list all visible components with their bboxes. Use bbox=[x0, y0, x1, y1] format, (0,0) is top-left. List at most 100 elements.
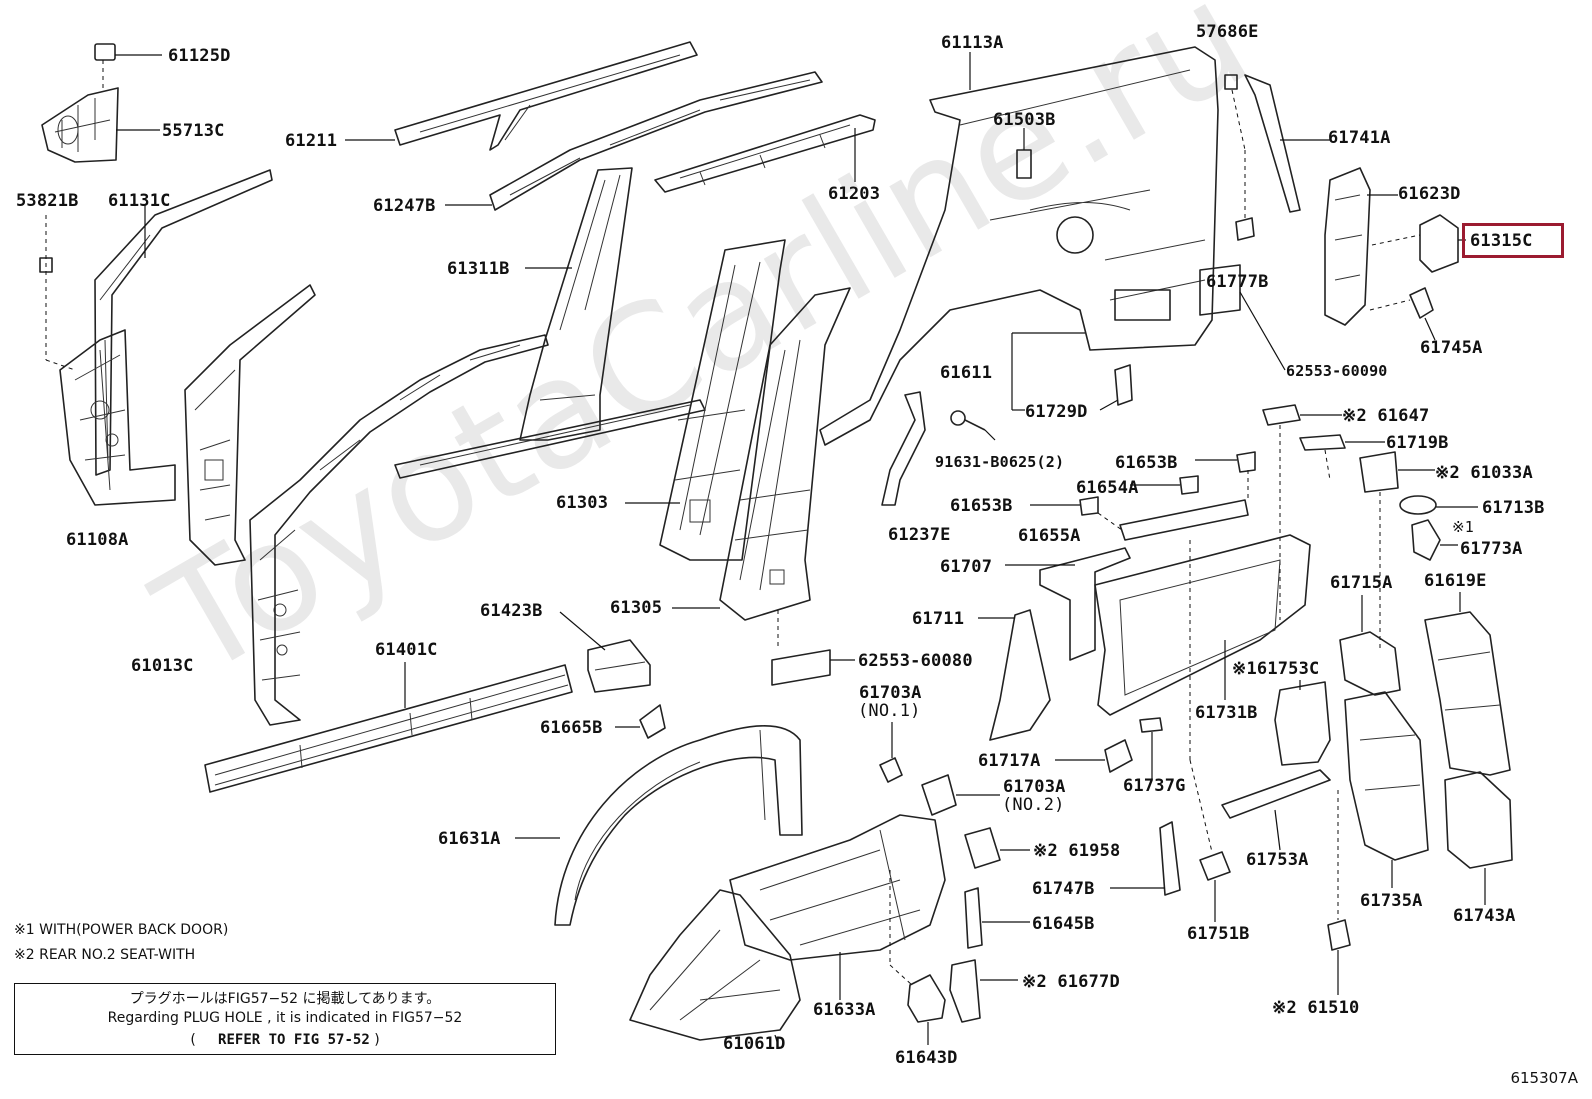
part-61655A-panel bbox=[1097, 470, 1249, 541]
label-61654A[interactable]: 61654A bbox=[1076, 478, 1139, 498]
label-61643D[interactable]: 61643D bbox=[895, 1048, 958, 1068]
label-61707[interactable]: 61707 bbox=[940, 557, 993, 577]
refer-close-paren: ) bbox=[374, 1032, 380, 1048]
part-61731B-back-frame bbox=[1094, 534, 1311, 716]
label-61203[interactable]: 61203 bbox=[828, 184, 881, 204]
label-61655A[interactable]: 61655A bbox=[1018, 526, 1081, 546]
part-61958-bracket bbox=[964, 827, 1030, 869]
refer-to-fig-link[interactable]: REFER TO FIG 57-52 bbox=[218, 1032, 370, 1048]
label-61423B[interactable]: 61423B bbox=[480, 601, 543, 621]
part-61611-leader bbox=[1011, 332, 1085, 411]
label-61745A[interactable]: 61745A bbox=[1420, 338, 1483, 358]
label-61737G[interactable]: 61737G bbox=[1123, 776, 1186, 796]
part-61741A-strip bbox=[1244, 74, 1330, 213]
plug-hole-refer: ( REFER TO FIG 57-52 ) bbox=[15, 1032, 555, 1048]
label-61623D[interactable]: 61623D bbox=[1398, 184, 1461, 204]
part-61125D-clip bbox=[94, 43, 162, 61]
label-61510[interactable]: ※2 61510 bbox=[1272, 998, 1360, 1018]
plug-hole-reference-box: プラグホールはFIG57−52 に掲載してあります。 Regarding PLU… bbox=[14, 983, 556, 1055]
label-61747B[interactable]: 61747B bbox=[1032, 879, 1095, 899]
label-61703A-no1[interactable]: 61703A bbox=[859, 683, 922, 703]
part-61203-rail bbox=[654, 114, 876, 193]
label-61703A-no1-note: (NO.1) bbox=[858, 701, 921, 721]
label-61665B[interactable]: 61665B bbox=[540, 718, 603, 738]
label-61773A-condition: ※1 bbox=[1452, 518, 1474, 536]
part-61654A-clip bbox=[1130, 475, 1199, 495]
label-61777B[interactable]: 61777B bbox=[1206, 272, 1269, 292]
label-61303[interactable]: 61303 bbox=[556, 493, 609, 513]
label-61631A[interactable]: 61631A bbox=[438, 829, 501, 849]
label-61753C[interactable]: ※161753C bbox=[1232, 659, 1320, 679]
label-61013C[interactable]: 61013C bbox=[131, 656, 194, 676]
label-62553-60090[interactable]: 62553-60090 bbox=[1286, 362, 1388, 380]
part-61315C-bracket bbox=[1371, 214, 1466, 273]
label-53821B[interactable]: 53821B bbox=[16, 191, 79, 211]
label-61061D[interactable]: 61061D bbox=[723, 1034, 786, 1054]
part-61510-bracket bbox=[1327, 790, 1351, 995]
label-61729D[interactable]: 61729D bbox=[1025, 402, 1088, 422]
part-61753C-panel bbox=[1274, 680, 1331, 766]
label-61311B[interactable]: 61311B bbox=[447, 259, 510, 279]
label-61305[interactable]: 61305 bbox=[610, 598, 663, 618]
part-61717A-bracket bbox=[1055, 739, 1133, 773]
part-61773A-bracket bbox=[1411, 519, 1458, 561]
label-61113A[interactable]: 61113A bbox=[941, 33, 1004, 53]
label-61619E[interactable]: 61619E bbox=[1424, 571, 1487, 591]
label-61401C[interactable]: 61401C bbox=[375, 640, 438, 660]
label-61237E[interactable]: 61237E bbox=[888, 525, 951, 545]
label-61719B[interactable]: 61719B bbox=[1386, 433, 1449, 453]
label-61773A[interactable]: 61773A bbox=[1460, 539, 1523, 559]
part-61713B-pad bbox=[1399, 495, 1478, 515]
part-61719B-bracket bbox=[1299, 434, 1385, 481]
part-61211-roof-rail bbox=[345, 41, 698, 151]
label-61751B[interactable]: 61751B bbox=[1187, 924, 1250, 944]
part-61707-frame-top bbox=[1005, 547, 1131, 661]
part-61131C-pillar bbox=[94, 169, 273, 476]
part-62553-60090-pad bbox=[1199, 264, 1286, 371]
part-61645B-strip bbox=[964, 887, 1030, 949]
label-61713B[interactable]: 61713B bbox=[1482, 498, 1545, 518]
label-61108A[interactable]: 61108A bbox=[66, 530, 129, 550]
label-61731B[interactable]: 61731B bbox=[1195, 703, 1258, 723]
label-61717A[interactable]: 61717A bbox=[978, 751, 1041, 771]
label-55713C[interactable]: 55713C bbox=[162, 121, 225, 141]
label-57686E[interactable]: 57686E bbox=[1196, 22, 1259, 42]
part-61113A-quarter-panel bbox=[819, 46, 1219, 446]
label-61703A-no2[interactable]: 61703A bbox=[1003, 777, 1066, 797]
label-61703A-no2-note: (NO.2) bbox=[1002, 795, 1065, 815]
label-61653B-lower[interactable]: 61653B bbox=[950, 496, 1013, 516]
label-61753A[interactable]: 61753A bbox=[1246, 850, 1309, 870]
label-61645B[interactable]: 61645B bbox=[1032, 914, 1095, 934]
label-61211[interactable]: 61211 bbox=[285, 131, 338, 151]
part-61237E-strip bbox=[881, 391, 926, 506]
part-61305-pillar bbox=[672, 287, 851, 650]
label-61503B[interactable]: 61503B bbox=[993, 110, 1056, 130]
label-61647[interactable]: ※2 61647 bbox=[1342, 406, 1430, 426]
part-61303-pillar bbox=[625, 239, 786, 561]
label-61958[interactable]: ※2 61958 bbox=[1033, 841, 1121, 861]
part-53821B-plug bbox=[39, 215, 76, 371]
label-61131C[interactable]: 61131C bbox=[108, 191, 171, 211]
label-61125D[interactable]: 61125D bbox=[168, 46, 231, 66]
plug-hole-japanese: プラグホールはFIG57−52 に掲載してあります。 bbox=[129, 991, 441, 1007]
part-91631-bolt bbox=[950, 410, 996, 441]
part-61729D-bracket bbox=[1099, 364, 1133, 411]
label-61611[interactable]: 61611 bbox=[940, 363, 993, 383]
label-61741A[interactable]: 61741A bbox=[1328, 128, 1391, 148]
label-61715A[interactable]: 61715A bbox=[1330, 573, 1393, 593]
label-61315C[interactable]: 61315C bbox=[1470, 231, 1533, 251]
label-61711[interactable]: 61711 bbox=[912, 609, 965, 629]
part-61033A-bracket bbox=[1359, 451, 1435, 650]
label-61033A[interactable]: ※2 61033A bbox=[1435, 463, 1533, 483]
label-62553-60080[interactable]: 62553-60080 bbox=[858, 651, 973, 671]
label-61735A[interactable]: 61735A bbox=[1360, 891, 1423, 911]
highlight-61315C bbox=[1462, 223, 1564, 258]
label-91631-B0625[interactable]: 91631-B0625(2) bbox=[935, 453, 1065, 471]
label-61653B-upper[interactable]: 61653B bbox=[1115, 453, 1178, 473]
label-61247B[interactable]: 61247B bbox=[373, 196, 436, 216]
part-61623D-panel bbox=[1324, 167, 1398, 326]
label-61743A[interactable]: 61743A bbox=[1453, 906, 1516, 926]
label-61633A[interactable]: 61633A bbox=[813, 1000, 876, 1020]
label-61677D[interactable]: ※2 61677D bbox=[1022, 972, 1120, 992]
